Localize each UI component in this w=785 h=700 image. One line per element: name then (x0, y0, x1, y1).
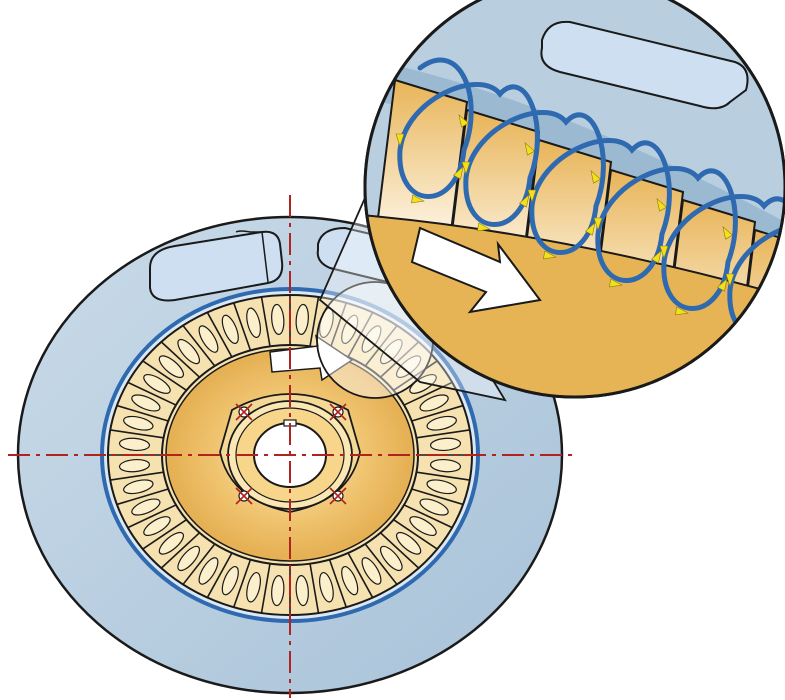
flow-arrow (741, 335, 754, 345)
